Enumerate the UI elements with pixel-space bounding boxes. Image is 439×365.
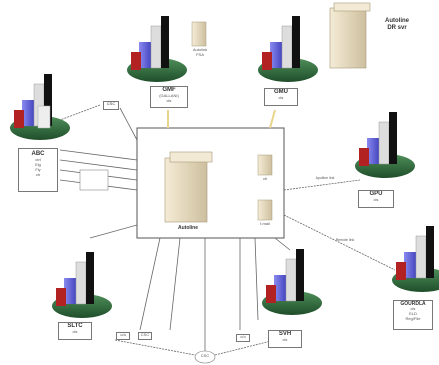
site-sltc-box: SLTC cls	[58, 322, 92, 340]
site-svh-box: SVH cls	[268, 330, 302, 348]
small-bottom-a: c/a	[116, 332, 130, 340]
site-gpu-line2: cls	[373, 197, 379, 203]
small-bottom-b-label: CSC	[140, 332, 150, 337]
connection-lines	[59, 104, 396, 356]
link-label-1: Apolline link	[315, 176, 335, 180]
site-gmu-box: GMU cls	[264, 88, 298, 106]
central-sub-label-1: ctl	[263, 176, 267, 181]
small-bottom-c: c/o	[236, 334, 250, 342]
small-server-top-label: Autolink FSA	[186, 47, 214, 57]
building-cluster-icon	[355, 112, 415, 178]
small-bottom-a-label: c/a	[120, 332, 126, 337]
site-svh-title: SVH	[278, 331, 292, 337]
site-gpu-box: GPU cls	[358, 190, 394, 208]
building-cluster-icon	[10, 74, 70, 140]
site-abc-line4: Fly	[35, 166, 41, 172]
small-server-label2: FSA	[196, 51, 204, 57]
small-server-label1: Autolink	[192, 47, 208, 52]
site-abc-line5: ctr	[35, 171, 41, 177]
small-top-label-box: CSC	[103, 101, 119, 110]
site-gourdla-line3: ELD	[409, 310, 417, 316]
wan-links	[167, 109, 276, 129]
site-abc-box: ABC ctrl Elg Fly ctr	[18, 148, 58, 192]
server-tower-icon	[329, 2, 371, 69]
site-gourdla-line2: cls	[410, 306, 416, 311]
small-bottom-b: CSC	[138, 332, 152, 340]
building-cluster-icon	[258, 16, 318, 82]
site-gpu-title: GPU	[369, 191, 383, 197]
site-svh-line2: cls	[282, 337, 288, 343]
junction-box	[79, 169, 109, 191]
site-gmf-box: GMF (GALLANI) cls	[150, 86, 188, 108]
building-cluster-icon	[52, 252, 112, 318]
central-sub-label-2: f-mail	[260, 221, 270, 226]
building-cluster-icon	[262, 249, 322, 315]
server-tower-icon	[191, 21, 207, 47]
dr-server-title: Autoline DR svr	[385, 18, 409, 31]
site-abc-line2: ctrl	[35, 157, 41, 163]
small-top-label: CSC	[106, 101, 116, 106]
site-gmu-line2: cls	[278, 95, 284, 101]
site-gourdla-box: GOURDLA cls ELD Reg/File	[393, 300, 433, 330]
central-server-label: Autoline	[178, 225, 198, 231]
server-tower-icon	[164, 151, 213, 223]
bottom-junction-circle	[194, 350, 216, 364]
site-gourdla-title: GOURDLA	[400, 301, 426, 307]
site-gmf-title: GMF	[162, 87, 176, 93]
site-sltc-title: SLTC	[67, 323, 83, 329]
server-tower-icon	[257, 199, 273, 221]
site-gmf-line2: (GALLANI)	[159, 93, 179, 99]
building-cluster-icon	[127, 16, 187, 82]
site-gmf-line3: cls	[166, 97, 172, 103]
building-cluster-icon	[392, 226, 439, 292]
site-abc-title: ABC	[31, 151, 45, 157]
server-tower-icon	[257, 154, 273, 176]
site-sltc-line2: cls	[72, 329, 78, 335]
bottom-circle-label: CSC	[200, 353, 210, 358]
site-gourdla-line4: Reg/File	[405, 315, 421, 321]
link-label-2: Remote link	[335, 238, 355, 242]
small-bottom-c-label: c/o	[240, 334, 246, 339]
site-gmu-title: GMU	[274, 89, 288, 95]
site-abc-line3: Elg	[35, 161, 41, 167]
